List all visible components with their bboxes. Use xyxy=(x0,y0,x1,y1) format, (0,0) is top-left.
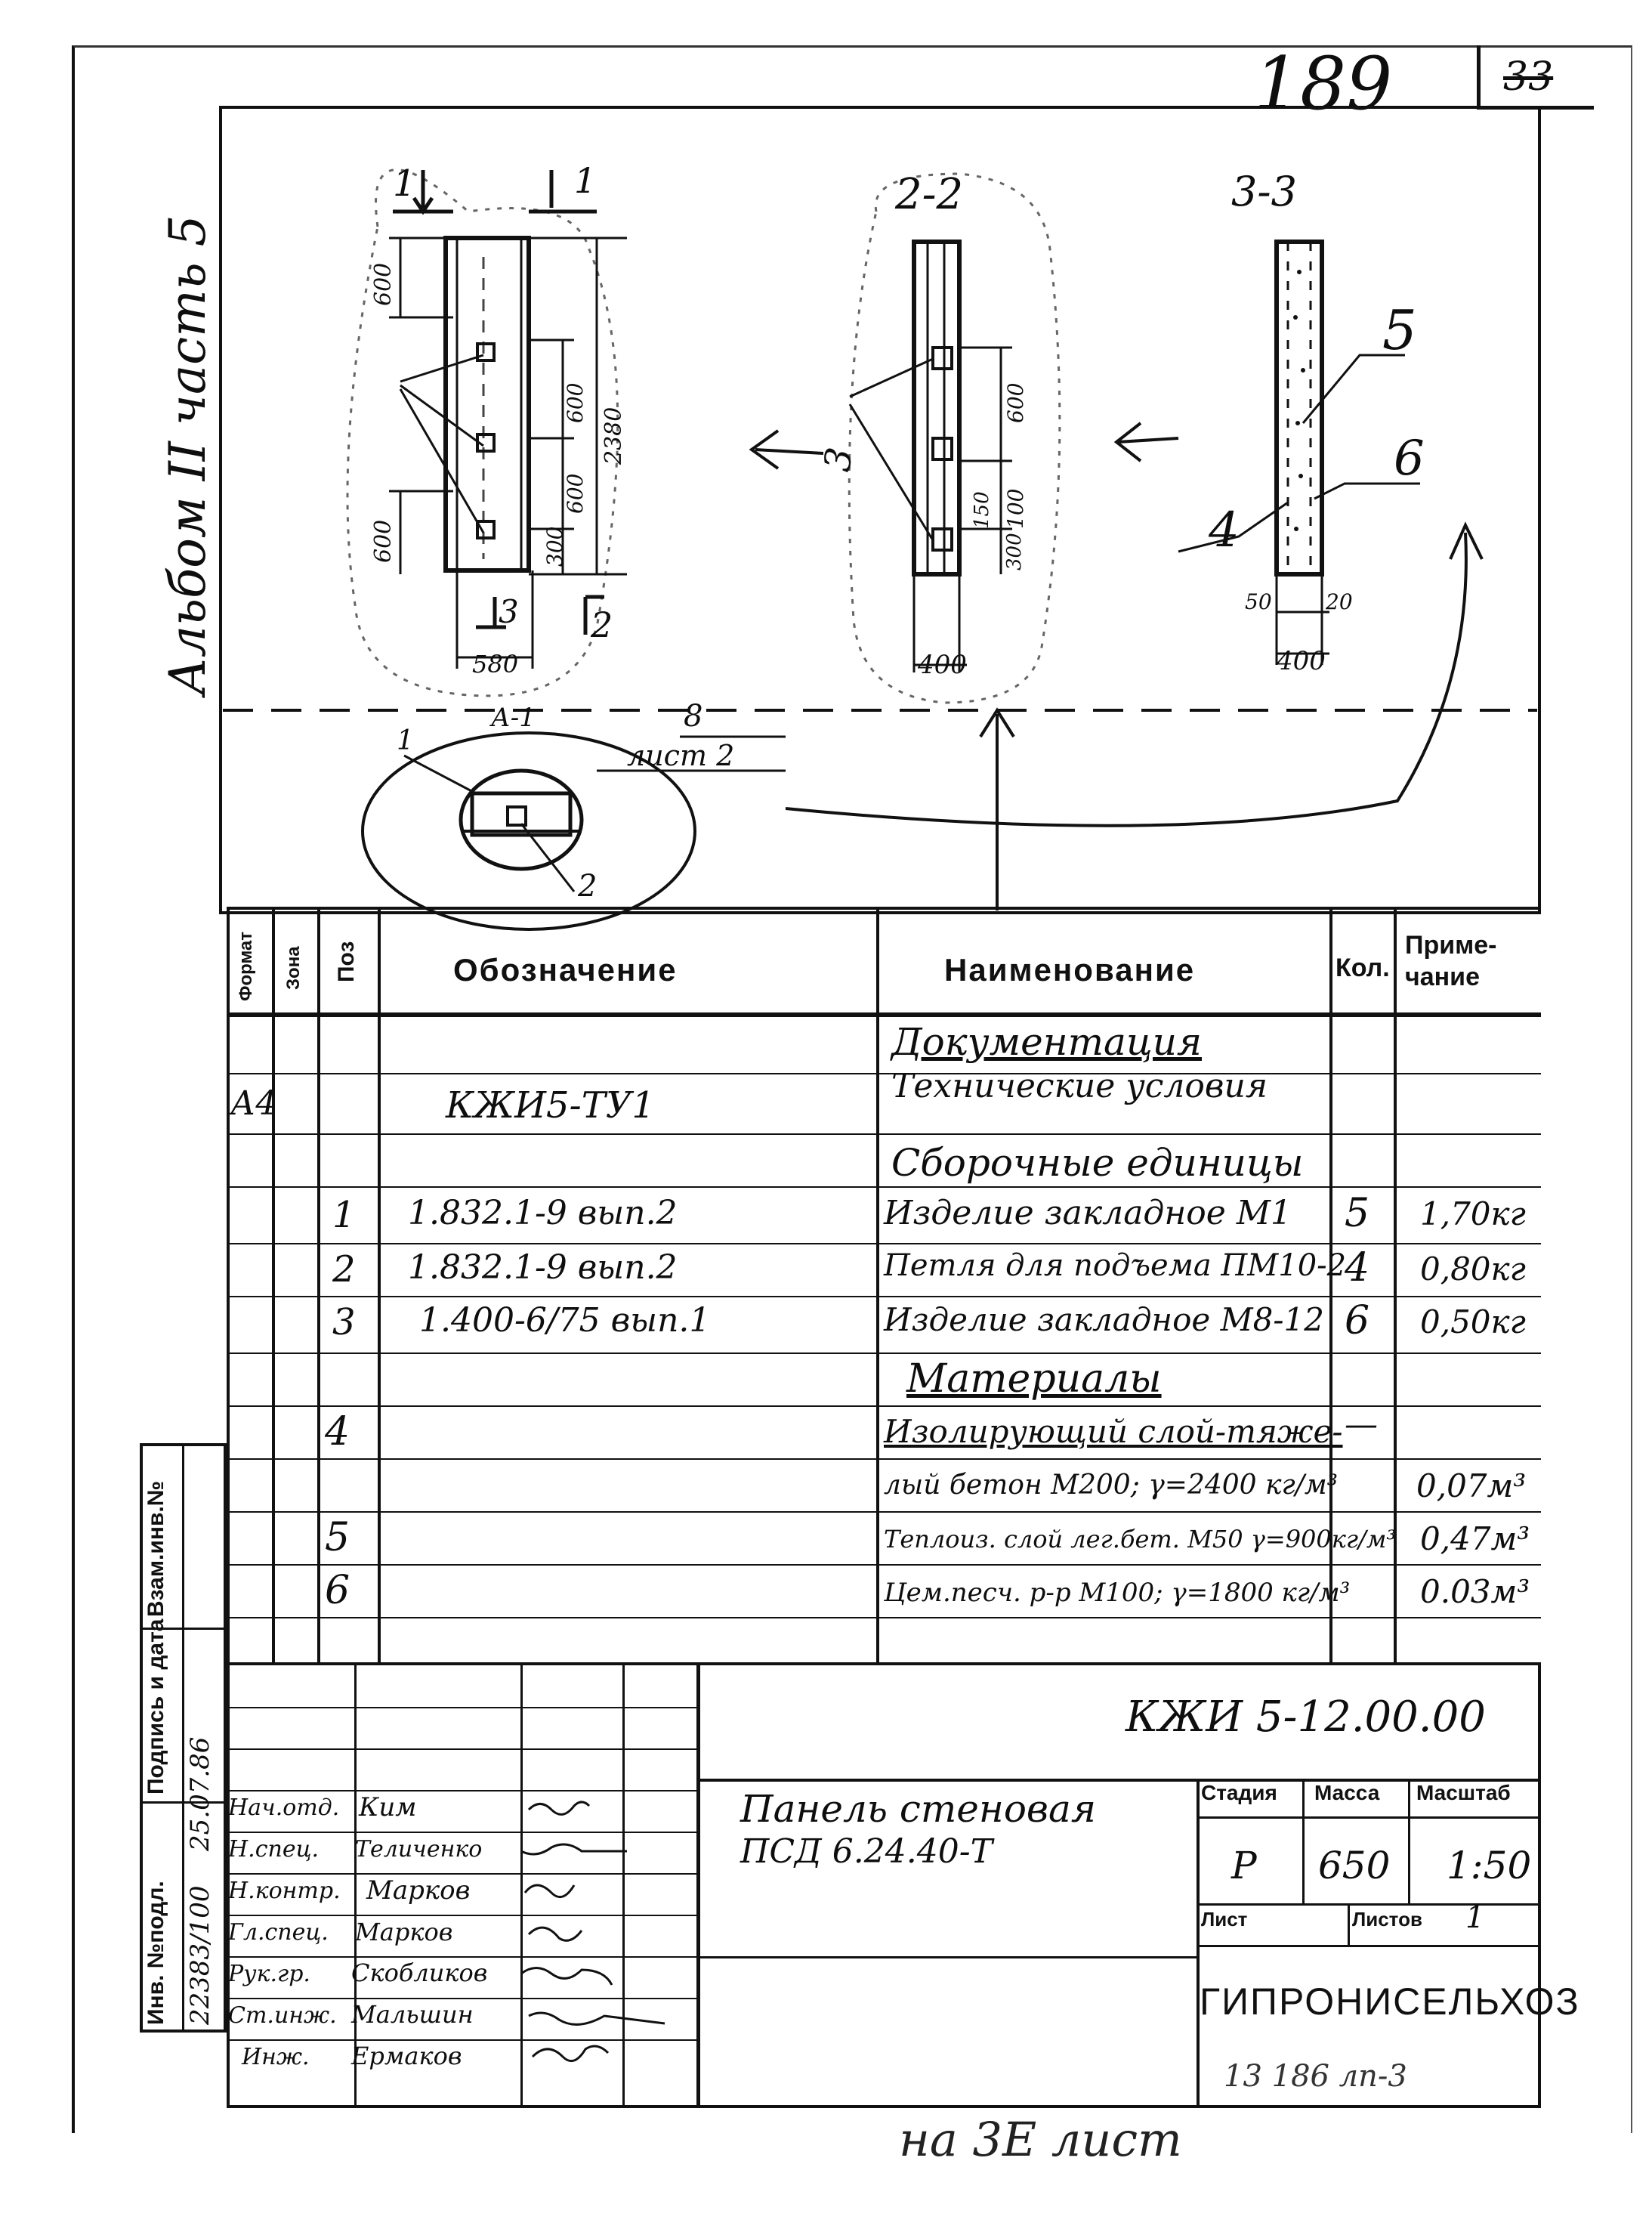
row-3-name: Изделие закладное М8-12 xyxy=(884,1301,1324,1338)
mass-header: Масса xyxy=(1314,1781,1380,1804)
role-4: Гл.спец. xyxy=(228,1919,329,1946)
mat-5-note: 0,47м³ xyxy=(1420,1520,1530,1557)
section-mark-3: 3 xyxy=(499,593,519,630)
title-line-2: ПСД 6.24.40-Т xyxy=(740,1832,993,1871)
row-tu-format: А4 xyxy=(230,1084,277,1123)
role-5-name: Скобликов xyxy=(351,1958,488,1987)
row-tu-designation: КЖИ5-ТУ1 xyxy=(446,1084,655,1127)
scale-header: Масштаб xyxy=(1416,1781,1511,1804)
role-1: Нач.отд. xyxy=(228,1795,340,1821)
row-1-name: Изделие закладное М1 xyxy=(884,1194,1292,1232)
sheets-header: Листов xyxy=(1352,1908,1422,1931)
col-name-header: Наименование xyxy=(944,952,1196,988)
page-number: 189 xyxy=(1254,42,1393,126)
row-3-designation: 1.400-6/75 вып.1 xyxy=(419,1301,711,1340)
col-qty-header: Кол. xyxy=(1335,954,1390,982)
role-2-name: Теличенко xyxy=(355,1836,483,1863)
row-3-note: 0,50кг xyxy=(1420,1303,1526,1340)
role-7: Инж. xyxy=(242,2044,310,2070)
dim-400-b: 400 xyxy=(1277,646,1326,676)
mat-4-pos: 4 xyxy=(325,1409,350,1455)
view-1-1-label: 1 xyxy=(393,162,416,205)
section-assembly: Сборочные единицы xyxy=(891,1141,1304,1185)
view-1-1-label-right: 1 xyxy=(574,160,597,201)
dim-400-a: 400 xyxy=(918,650,967,680)
side-stamp xyxy=(140,1443,227,2033)
callout-ref-sheet: лист 2 xyxy=(627,739,735,772)
sheet-corner-number: 33 xyxy=(1503,54,1554,100)
role-6: Ст.инж. xyxy=(228,2002,337,2029)
organization: ГИПРОНИСЕЛЬХОЗ xyxy=(1200,1980,1580,2023)
mark-5-label: 5 xyxy=(1382,298,1417,362)
mat-5-pos: 5 xyxy=(325,1515,350,1560)
role-4-name: Марков xyxy=(355,1918,453,1946)
doc-code: КЖИ 5-12.00.00 xyxy=(1126,1693,1486,1742)
role-5: Рук.гр. xyxy=(228,1961,310,1987)
stage-header: Стадия xyxy=(1201,1781,1277,1804)
row-2-designation: 1.832.1-9 вып.2 xyxy=(408,1248,678,1287)
dim-20: 20 xyxy=(1326,589,1353,614)
sheets-value: 1 xyxy=(1465,1900,1485,1935)
mat-6-name: Цем.песч. р-р М100; γ=1800 кг/м³ xyxy=(884,1578,1351,1608)
mat-4-qty: — xyxy=(1345,1405,1378,1444)
col-note-header: Приме-чание xyxy=(1405,931,1497,991)
footer-note: на 3Е лист xyxy=(899,2112,1182,2167)
row-1-pos: 1 xyxy=(332,1194,356,1236)
section-mark-2: 2 xyxy=(591,604,613,645)
stage-value: Р xyxy=(1231,1844,1257,1887)
role-3-name: Марков xyxy=(366,1875,471,1906)
mark-4-label: 4 xyxy=(1209,502,1240,558)
row-2-name: Петля для подъема ПМ10-2 xyxy=(884,1248,1347,1283)
mat-6-note: 0.03м³ xyxy=(1420,1573,1530,1610)
row-3-pos: 3 xyxy=(332,1301,356,1343)
row-2-note: 0,80кг xyxy=(1420,1250,1526,1288)
section-documentation: Документация xyxy=(891,1020,1203,1064)
sheet-header: Лист xyxy=(1201,1908,1248,1931)
row-2-pos: 2 xyxy=(332,1248,356,1291)
callout-mark-2: 2 xyxy=(578,869,597,904)
title-block xyxy=(227,1662,1541,2108)
outer-frame xyxy=(72,45,1632,2133)
dim-50: 50 xyxy=(1245,589,1272,614)
title-line-1: Панель стеновая xyxy=(740,1787,1096,1831)
spec-table: Формат Зона Поз Обозначение Наименование… xyxy=(227,907,1541,1662)
callout-mark-1: 1 xyxy=(397,725,414,756)
mass-value: 650 xyxy=(1318,1844,1391,1887)
stamp-right: 13 186 лп-3 xyxy=(1224,2059,1407,2094)
view-2-2-label: 2-2 xyxy=(895,170,964,219)
drawing-frame xyxy=(219,106,1541,914)
row-1-note: 1,70кг xyxy=(1420,1195,1526,1232)
col-designation-header: Обозначение xyxy=(453,952,678,988)
role-2: Н.спец. xyxy=(228,1836,320,1863)
mat-5-name: Теплоиз. слой лег.бет. М50 γ=900кг/м³ xyxy=(884,1525,1397,1553)
mat-4-name-line1: Изолирующий слой-тяже- xyxy=(884,1413,1343,1450)
mat-4-note: 0,07м³ xyxy=(1416,1467,1527,1504)
callout-ref-num: 8 xyxy=(684,699,703,734)
section-materials: Материалы xyxy=(906,1356,1162,1402)
mat-4-name-line2: лый бетон М200; γ=2400 кг/м³ xyxy=(884,1470,1339,1501)
view-3-3-label: 3-3 xyxy=(1231,168,1297,215)
callout-label: А-1 xyxy=(491,703,536,733)
dim-580: 580 xyxy=(472,650,519,679)
role-6-name: Мальшин xyxy=(351,2000,474,2029)
role-3: Н.контр. xyxy=(228,1878,341,1904)
row-2-qty: 4 xyxy=(1345,1245,1370,1291)
role-7-name: Ермаков xyxy=(351,2042,462,2070)
mark-6-label: 6 xyxy=(1394,431,1425,487)
mat-6-pos: 6 xyxy=(325,1568,350,1613)
role-1-name: Ким xyxy=(359,1792,417,1822)
row-1-designation: 1.832.1-9 вып.2 xyxy=(408,1194,678,1232)
row-tu-name: Технические условия xyxy=(891,1067,1268,1105)
scale-value: 1:50 xyxy=(1447,1844,1532,1887)
row-3-qty: 6 xyxy=(1345,1298,1370,1343)
row-1-qty: 5 xyxy=(1345,1191,1370,1236)
